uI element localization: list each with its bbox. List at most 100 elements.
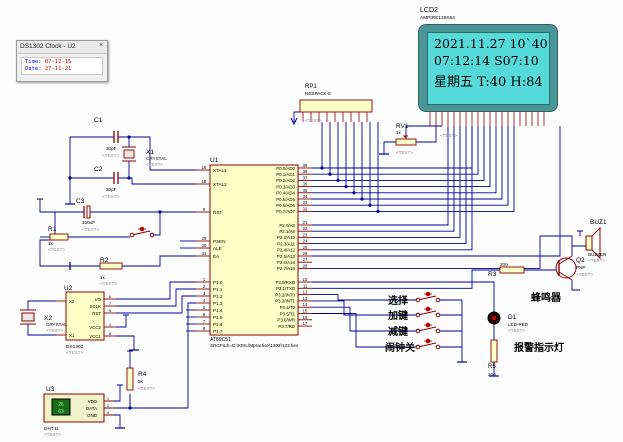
button-wire [312,306,418,332]
popup-title: DS1302 Clock - U2 [17,41,107,54]
lcd-ref: LCD2 [420,7,438,14]
c1-ref: C1 [94,117,103,124]
lcd-data-wire [354,126,497,194]
u1-pin-number: 3 [203,291,206,296]
lcd-data-wire [346,126,491,188]
u1-pin-name: P3.3/INT1 [275,299,295,304]
u1-pin-name: P3.5/T1 [280,311,296,316]
u1-pin-name: P2.7/A15 [277,266,296,271]
u1-pin-name: P1.4 [213,308,223,313]
u1-pin-number: 31 [202,251,207,256]
u1-pin-number: 38 [303,169,308,174]
u1-ref: U1 [210,157,219,164]
lcd-data-wire [338,126,485,181]
sclk-wire [116,288,196,307]
d1-part: LED-RED [508,322,529,327]
buzzer-body [585,235,593,251]
select-button-contact [435,297,441,303]
u1-pin-name: P1.2 [213,294,223,299]
text-placeholder: <TEXT> [576,272,593,277]
u1-pin-number: 9 [203,207,206,212]
r2-body [99,262,123,270]
rv1-wiper-icon [402,134,408,140]
xtal1-wire [118,136,196,171]
text-placeholder: <TEXT> [102,153,119,158]
text-placeholder: <TEXT> [46,328,63,333]
u1-pin-name: ALE [213,246,222,251]
u3-pin-name: VDD [88,399,97,404]
lcd-ctrl-wire [312,126,449,226]
r2-ref: R2 [100,257,109,264]
buz1-part: BUZZER [588,252,607,257]
button-label-alarm: 闹钟关 [385,343,415,354]
u2-pin-name: VCC1 [89,334,101,339]
lcd-module[interactable]: 2021.11.27 10`40 07:12:14 S07:10 星期五 T:4… [418,24,558,112]
r3-ref: R3 [488,271,497,278]
time-value: 07-12-15 [44,59,72,65]
r5-ref: R5 [488,364,496,370]
u1-pin-name: P3.4/T0 [280,305,296,310]
u1-pin-name: P1.6 [213,322,223,327]
text-placeholder: <TEXT> [146,162,163,167]
u1-pin-name: P0.2/AD2 [276,178,295,183]
dht-vdd-wire [114,390,121,402]
buzzer-label: 蜂鸣器 [531,293,561,304]
u2-pin-number: 7 [109,301,112,306]
u2-pin-name: X1 [69,333,75,338]
r1-ref: R1 [48,226,57,233]
u1-pin-number: 16 [303,315,308,320]
u1-pin-number: 39 [303,163,308,168]
u2-pin-name: I/O [95,297,101,302]
u1-pin-name: P2.5/A13 [277,254,296,259]
u2-pin-number: 1 [109,322,112,327]
u3-pin-name: DATA [86,406,97,411]
u1-pin-name: P1.1 [213,287,223,292]
r4-body [126,367,134,391]
lcd-ctrl-wire [312,126,473,251]
vcc2-wire [116,320,127,328]
lcd-ctrl-wire [312,126,455,232]
u1-pin-number: 26 [303,251,308,256]
sub-button-contact [435,328,441,334]
text-placeholder: <TEXT> [100,281,117,286]
text-placeholder: <TEXT> [48,247,65,252]
u1-pin-number: 24 [303,239,308,244]
u1-pin-number: 18 [202,179,207,184]
close-icon[interactable]: × [98,42,104,49]
u3-ref: U3 [46,386,55,393]
p2-5-wire [312,126,561,257]
date-value: 27-11-21 [44,66,72,72]
reset-button-contact [149,232,155,238]
reset-button-lever [131,230,151,236]
rv1-ref: RV1 [396,123,409,130]
u1-pin-number: 6 [203,312,206,317]
u2-pin-name: VCC2 [89,325,101,330]
q2-transistor-icon [555,257,577,279]
button-label-add: 加键 [388,311,408,322]
q2-gnd-wire [571,280,580,291]
rv1-body [395,138,417,146]
u2-pin-number: 6 [109,294,112,299]
p0-wire [312,122,331,175]
x1-crystal [123,149,135,159]
ds1302-clock-popup[interactable]: DS1302 Clock - U2 × Time: 07-12-15 Date:… [16,40,108,82]
r3-body [499,266,525,274]
add-button-contact [435,312,441,318]
u2-part: DS1302 [66,344,84,350]
u1-pin-number: 12 [303,290,308,295]
led-wire [312,281,495,312]
u1-pin-name: P0.0/AD0 [276,166,295,171]
r2-value: 1k [100,275,106,280]
select-button-lever [417,295,437,301]
r3-wire [312,269,500,289]
u1-pin-number: 11 [303,283,308,288]
u1-pin-name: P3.1/TXD [276,286,295,291]
sub-button-lever [417,326,437,332]
p0-wire [312,122,355,194]
alarm-button-contact [415,344,421,350]
u1-pin-name: P2.4/A12 [277,248,296,253]
u1-srcfile: SRCFILE=D:\KEIL\Mpractice\1302\123.hex [210,343,299,348]
alarm-button-lever [417,342,437,348]
